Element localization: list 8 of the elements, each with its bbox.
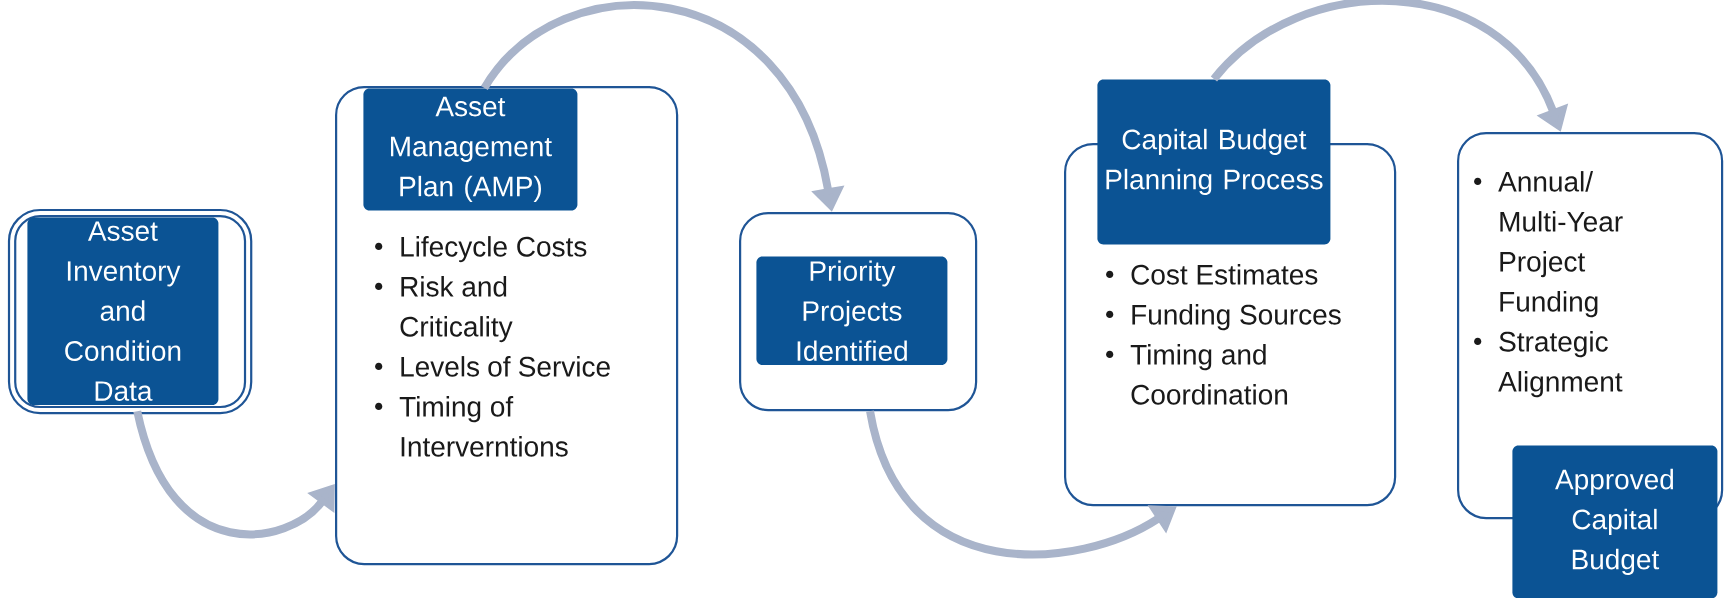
header-box: Approved Capital Budget bbox=[1512, 445, 1718, 598]
step-card bbox=[7, 208, 253, 415]
curved-arrow bbox=[133, 410, 335, 539]
header-box: Asset Management Plan (AMP) bbox=[363, 88, 578, 211]
step-card bbox=[739, 212, 978, 412]
header-box: Capital Budget Planning Process bbox=[1097, 79, 1331, 245]
header-box: Asset Inventory and Condition Data bbox=[27, 217, 219, 405]
header-box: Priority Projects Identified bbox=[756, 256, 948, 365]
